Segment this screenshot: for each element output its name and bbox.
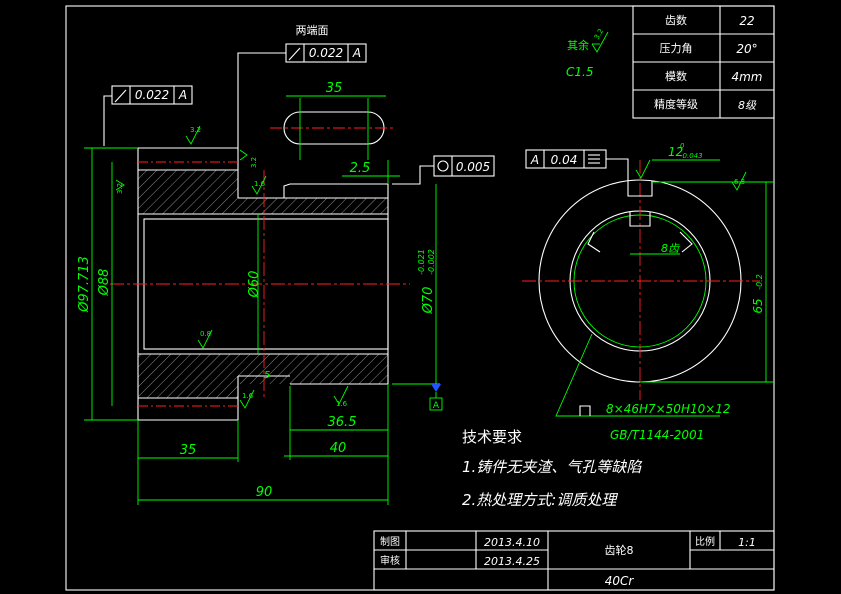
svg-text:-0.043: -0.043 [680,152,703,160]
spline-standard: GB/T1144-2001 [610,428,704,442]
svg-text:A: A [433,401,440,411]
runout-tolerance-left: 0.022 A [103,85,193,146]
dim-d88: Ø88 [97,269,112,297]
horizontal-dims: 36.5 40 35 90 [137,384,389,505]
param-label-module: 模数 [665,70,687,83]
svg-text:A: A [352,46,361,60]
section-view [110,147,410,421]
technical-requirements: 技术要求 1.铸件无夹渣、气孔等缺陷 2.热处理方式:调质处理 [462,428,642,509]
param-label-accuracy: 精度等级 [654,97,698,111]
parameter-table: 齿数 22 压力角 20° 模数 4mm 精度等级 8级 [632,5,775,119]
svg-text:0.022: 0.022 [309,46,343,60]
svg-text:审核: 审核 [380,554,400,567]
dim-key-width: 12 [668,145,683,159]
remaining-note: 其余 [567,38,589,52]
dim-2-5: 2.5 [342,160,400,184]
roughness-symbols-section: 3.2 3.2 3.2 1.6 0.8 1.6 1.6 5 [115,125,349,409]
runout-tolerance-top: 两端面 0.022 A [237,24,367,150]
dim-d97: Ø97.713 [77,256,92,313]
title-block: 制图 2013.4.10 审核 2013.4.25 齿轮8 比例 1:1 40C… [373,530,775,591]
param-value-pressure-angle: 20° [736,42,757,56]
diameter-dims-left: Ø97.713 Ø88 Ø60 [77,147,262,421]
datum-a: A [429,384,443,411]
tech-title: 技术要求 [462,428,522,446]
svg-text:1.6: 1.6 [336,400,348,408]
svg-text:0.022: 0.022 [135,88,169,102]
svg-text:3.2: 3.2 [593,27,605,41]
svg-text:2013.4.10: 2013.4.10 [484,536,540,549]
param-label-teeth: 齿数 [665,14,687,27]
svg-text:0.04: 0.04 [551,153,578,167]
dim-40: 40 [330,441,347,456]
dim-slot-length: 35 [326,81,343,96]
part-name: 齿轮8 [605,543,634,557]
chamfer-note: C1.5 [566,65,593,79]
param-value-teeth: 22 [739,14,754,28]
keyway-slot-view: 35 [270,81,396,160]
svg-text:2.5: 2.5 [350,161,371,176]
svg-text:0.005: 0.005 [456,160,490,174]
svg-text:3.2: 3.2 [116,183,124,194]
roughness-symbol-remaining: 3.2 [591,27,609,53]
svg-text:1.6: 1.6 [254,180,266,188]
dim-35: 35 [180,443,197,458]
end-view: A 0.04 12 0 -0.043 8齿 6.3 65 -0.2 8×46H7… [522,142,774,442]
dim-5: 5 [264,370,270,381]
spline-spec: 8×46H7×50H10×12 [606,402,731,416]
svg-text:A: A [530,153,539,167]
svg-text:0.8: 0.8 [200,330,211,338]
svg-text:比例: 比例 [695,535,715,548]
dim-90: 90 [256,485,273,500]
tech-item-1: 1.铸件无夹渣、气孔等缺陷 [462,458,642,476]
svg-text:制图: 制图 [380,535,400,548]
svg-text:2013.4.25: 2013.4.25 [484,555,540,568]
dim-36-5: 36.5 [328,415,357,430]
material: 40Cr [605,574,635,588]
svg-text:0: 0 [680,142,685,150]
drawing-border [65,5,775,591]
svg-text:-0.002: -0.002 [427,249,436,275]
dim-8-teeth: 8齿 [661,242,680,255]
dim-d60: Ø60 [247,271,262,299]
param-label-pressure-angle: 压力角 [660,42,693,55]
svg-text:1:1: 1:1 [738,536,756,549]
svg-text:-0.2: -0.2 [755,274,764,290]
svg-text:A: A [178,88,187,102]
tech-item-2: 2.热处理方式:调质处理 [462,491,618,509]
param-value-module: 4mm [731,70,762,84]
dim-65: 65 [751,298,765,313]
cylindricity-tolerance: 0.005 [392,155,495,185]
svg-text:1.6: 1.6 [242,392,254,400]
both-faces-label: 两端面 [296,24,329,37]
svg-text:3.2: 3.2 [250,157,258,168]
svg-text:3.2: 3.2 [190,126,201,134]
param-value-accuracy: 8级 [738,99,757,112]
svg-text:-0.021: -0.021 [417,249,426,275]
svg-text:Ø70: Ø70 [421,287,436,315]
